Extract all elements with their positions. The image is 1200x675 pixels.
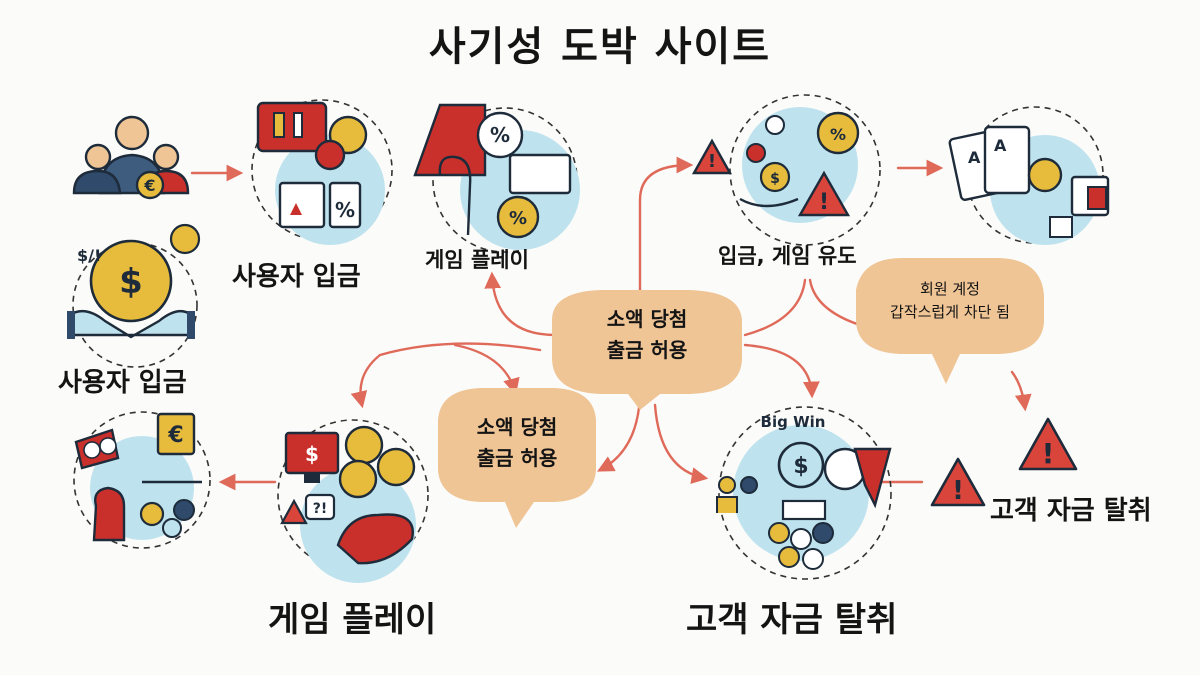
big-win-text: Big Win [761,413,826,431]
big-win-cluster-icon: Big Win $ [716,406,892,580]
euro-symbol: € [167,423,183,448]
blocked-bubble [856,258,1044,384]
label-user-deposit-left: 사용자 입금 [58,368,187,398]
lower-bubble [438,388,596,528]
percent-symbol: % [509,208,527,229]
question-symbol: ?! [313,501,328,517]
money-sign: $/! [77,246,101,265]
coin-hands-icon: $ $/! [67,223,201,368]
deposit-cluster-icon: % [251,99,393,245]
blocked-bubble-text: 회원 계정 갑작스럽게 차단 됨 [856,278,1044,325]
card-letter: A [968,148,981,167]
arrow-center-to-gameplay-loop [350,342,542,409]
percent-symbol: % [490,123,510,147]
card-letter: A [994,136,1007,155]
arrow-center-up-to-lure [638,156,694,302]
arrow-center-down-right [653,403,709,484]
label-user-deposit-top: 사용자 입금 [232,262,361,292]
lower-bubble-text: 소액 당첨 출금 허용 [438,412,596,474]
gameplay-bottom-icon: $ ?! [277,419,429,583]
label-game-play-bottom: 게임 플레이 [268,600,437,640]
warning-icon: ! [1018,417,1078,471]
arrow-blocked-to-warning [1010,370,1032,412]
arrow-center-down-left [597,393,642,472]
euro-symbol: € [143,176,155,195]
cards-cluster-icon: A A [948,106,1110,245]
center-bubble-text: 소액 당첨 출금 허용 [552,304,742,366]
arrow-center-to-gameplay-top [484,271,557,337]
label-customer-theft-bottom: 고객 자금 탈취 [686,600,898,640]
gameplay-top-icon: % % [413,103,580,253]
group-people-icon: € [72,115,190,200]
exchange-cluster-icon: € [73,411,211,549]
arrow-loop-to-lower-bubble [453,343,520,396]
page-title: 사기성 도박 사이트 [428,24,772,70]
percent-symbol: % [335,198,355,222]
bubble-line: 출금 허용 [476,446,558,470]
arrow-lure-to-blocked [808,278,862,327]
label-game-play-top: 게임 플레이 [425,248,529,272]
center-bubble [552,290,742,410]
dollar-symbol: $ [305,442,319,466]
label-deposit-lure: 입금, 게임 유도 [718,244,857,268]
exclaim-symbol: ! [1042,437,1055,470]
bubble-line: 회원 계정 [920,280,980,298]
arrow-center-to-bigwin [743,343,820,399]
exclaim-symbol: ! [952,476,964,506]
bubble-line: 소액 당첨 [606,307,688,331]
exclaim-symbol: ! [708,151,716,172]
bubble-line: 출금 허용 [606,338,688,362]
dollar-symbol: $ [770,171,780,187]
dollar-symbol: $ [119,262,143,302]
dollar-symbol: $ [793,454,808,479]
bubble-line: 소액 당첨 [476,415,558,439]
arrow-center-right-to-lure [743,278,807,337]
lure-cluster-icon: ! % $ ! [691,94,881,246]
warning-icon: ! [930,457,986,507]
bubble-line: 갑작스럽게 차단 됨 [890,303,1010,322]
exclaim-symbol: ! [819,190,829,215]
percent-symbol: % [830,125,846,144]
label-customer-theft-right: 고객 자금 탈취 [990,496,1152,526]
